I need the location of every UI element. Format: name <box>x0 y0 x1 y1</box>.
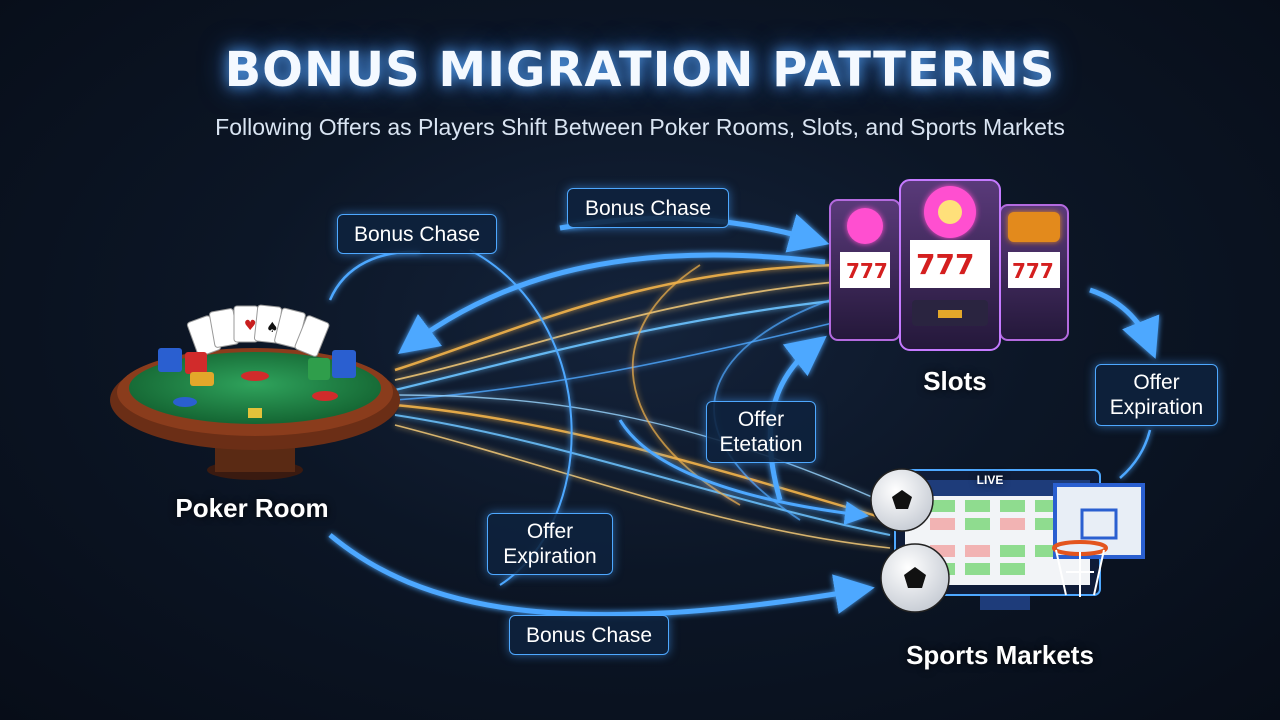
page-subtitle: Following Offers as Players Shift Betwee… <box>215 114 1065 140</box>
sports-markets-label: Sports Markets <box>906 640 1094 670</box>
arrow-poker-to-sports <box>328 533 875 618</box>
flow-stream <box>394 319 846 401</box>
svg-text:♠: ♠ <box>266 320 279 336</box>
bonus-chase-label-left: Bonus Chase <box>337 214 497 254</box>
offer-expiration-label-bottom: Offer Expiration <box>487 513 613 575</box>
playing-cards-icon: ♥ ♠ <box>186 304 330 357</box>
slot-machines-illustration: 777 777 777 <box>829 179 1069 351</box>
arrow-left-loop <box>328 250 421 301</box>
poker-table-illustration: ♥ ♠ <box>110 304 400 480</box>
flow-stream <box>394 414 891 536</box>
flow-stream <box>713 299 831 521</box>
svg-text:777: 777 <box>1012 259 1054 283</box>
poker-chips-icon <box>158 348 356 418</box>
bonus-chase-label-bottom: Bonus Chase <box>509 615 669 655</box>
sports-live-badge: LIVE <box>976 473 1004 487</box>
poker-room-label: Poker Room <box>175 493 329 523</box>
flow-stream <box>394 394 891 506</box>
flow-stream <box>394 263 836 372</box>
svg-text:777: 777 <box>846 259 888 283</box>
arrow-slots-to-poker <box>397 252 826 354</box>
svg-text:777: 777 <box>916 248 974 281</box>
slots-label: Slots <box>923 366 987 396</box>
flow-stream <box>394 298 841 392</box>
flow-streams <box>394 263 891 549</box>
bonus-chase-label-top: Bonus Chase <box>567 188 729 228</box>
flow-stream <box>631 264 741 506</box>
offer-escalation-label-center: Offer Etetation <box>706 401 816 463</box>
basketball-hoop-icon <box>1052 483 1145 597</box>
flow-stream <box>394 424 891 549</box>
soccer-ball-icon <box>870 468 950 613</box>
flow-stream <box>394 281 836 381</box>
offer-expiration-label-right: Offer Expiration <box>1095 364 1218 426</box>
sports-monitor-illustration <box>870 468 1145 613</box>
arrow-center-down <box>618 419 869 526</box>
flow-stream <box>394 403 891 522</box>
arrow-slots-to-sports <box>1089 287 1160 359</box>
arrow-right-return <box>1119 429 1152 479</box>
page-title: BONUS MIGRATION PATTERNS <box>224 42 1056 98</box>
svg-text:♥: ♥ <box>244 318 257 334</box>
